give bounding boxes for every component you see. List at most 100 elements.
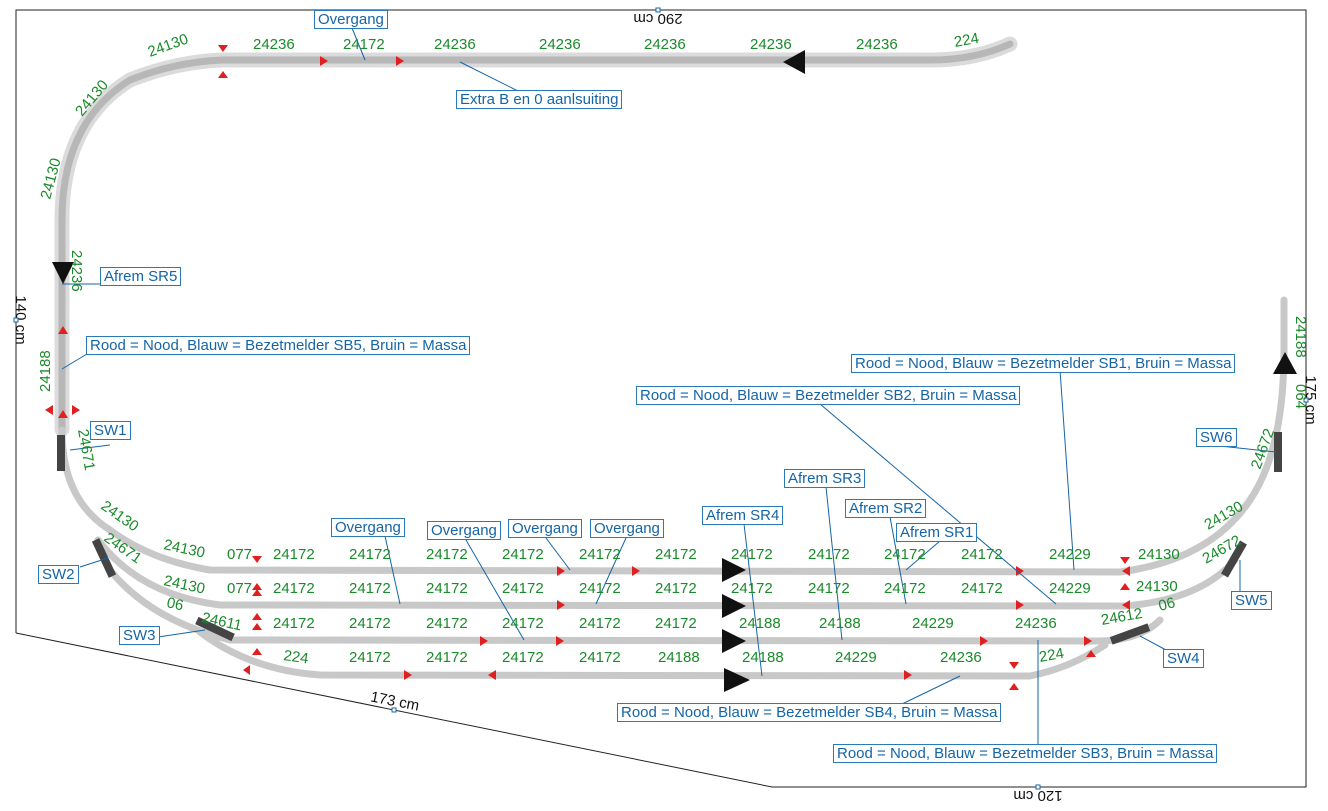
signal-icon	[72, 405, 80, 415]
part-number: 24188	[819, 615, 861, 632]
part-number: 24172	[502, 615, 544, 632]
label-overgang-1[interactable]: Overgang	[331, 518, 405, 537]
part-number: 24172	[273, 546, 315, 563]
label-rood-sb5[interactable]: Rood = Nood, Blauw = Bezetmelder SB5, Br…	[86, 336, 471, 355]
signal-icon	[1009, 662, 1019, 669]
part-number: 24172	[579, 649, 621, 666]
part-number: 24188	[1292, 316, 1309, 358]
track-outer-loop[interactable]	[58, 40, 1014, 434]
label-sw1[interactable]: SW1	[90, 421, 131, 440]
part-number: 24188	[742, 649, 784, 666]
signal-icon	[480, 636, 488, 646]
part-number: 24130	[1136, 578, 1178, 595]
signal-icon	[488, 670, 496, 680]
label-afrem-sr4[interactable]: Afrem SR4	[702, 506, 784, 525]
part-number: 24172	[349, 649, 391, 666]
signal-icon	[252, 556, 262, 563]
label-overgang-2[interactable]: Overgang	[427, 521, 501, 540]
signal-icon	[557, 600, 565, 610]
part-number: 24172	[579, 615, 621, 632]
label-rood-sb2[interactable]: Rood = Nood, Blauw = Bezetmelder SB2, Br…	[636, 386, 1021, 405]
signal-icon	[1120, 583, 1130, 590]
direction-arrow-icon	[722, 629, 746, 653]
label-sw3[interactable]: SW3	[119, 626, 160, 645]
dim-handle[interactable]	[1303, 397, 1309, 403]
label-extra-b[interactable]: Extra B en 0 aanlsuiting	[456, 90, 623, 109]
dim-bottom-right: 120 cm	[1013, 787, 1062, 804]
direction-arrow-icon	[722, 558, 746, 582]
dim-handle[interactable]	[655, 7, 661, 13]
signal-icon	[980, 636, 988, 646]
dim-handle[interactable]	[13, 317, 19, 323]
label-rood-sb4[interactable]: Rood = Nood, Blauw = Bezetmelder SB4, Br…	[617, 703, 1002, 722]
signal-icon	[1016, 566, 1024, 576]
switch-sw6[interactable]	[1274, 432, 1282, 472]
part-number: 24229	[1049, 580, 1091, 597]
label-afrem-sr2[interactable]: Afrem SR2	[845, 499, 927, 518]
label-overgang-3[interactable]: Overgang	[508, 519, 582, 538]
signal-icon	[252, 613, 262, 620]
part-number: 24172	[731, 546, 773, 563]
part-number: 077	[227, 580, 252, 597]
switch-sw4[interactable]	[1109, 623, 1151, 645]
signal-icon	[320, 56, 328, 66]
signal-icon	[58, 326, 68, 334]
part-number: 064	[1292, 384, 1309, 409]
label-overgang-top[interactable]: Overgang	[314, 10, 388, 29]
label-sw4[interactable]: SW4	[1163, 649, 1204, 668]
label-afrem-sr3[interactable]: Afrem SR3	[784, 469, 866, 488]
part-number: 24172	[349, 580, 391, 597]
label-sw5[interactable]: SW5	[1231, 591, 1272, 610]
signal-icon	[1120, 557, 1130, 564]
label-sw6[interactable]: SW6	[1196, 428, 1237, 447]
direction-arrow-icon	[722, 594, 746, 618]
signal-group	[45, 45, 1130, 690]
leader-lines	[61, 27, 1277, 746]
signal-icon	[45, 405, 53, 415]
label-rood-sb3[interactable]: Rood = Nood, Blauw = Bezetmelder SB3, Br…	[833, 744, 1218, 763]
signal-icon	[632, 566, 640, 576]
part-number: 24172	[884, 546, 926, 563]
switch-sw2[interactable]	[91, 538, 117, 578]
label-sw2[interactable]: SW2	[38, 565, 79, 584]
signal-icon	[252, 648, 262, 655]
part-number: 224	[1038, 645, 1066, 666]
signal-icon	[1009, 683, 1019, 690]
part-number: 24229	[912, 615, 954, 632]
signal-icon	[218, 45, 228, 52]
part-number: 077	[227, 546, 252, 563]
part-number: 24236	[434, 36, 476, 53]
part-number: 06	[165, 594, 185, 614]
part-number: 24172	[961, 580, 1003, 597]
track-row-2[interactable]	[94, 536, 1239, 610]
signal-icon	[557, 566, 565, 576]
switch-sw5[interactable]	[1221, 540, 1247, 578]
part-number: 24229	[835, 649, 877, 666]
switch-sw3[interactable]	[195, 616, 235, 642]
switch-sw1[interactable]	[57, 435, 65, 471]
part-number: 24172	[273, 615, 315, 632]
part-number: 24172	[884, 580, 926, 597]
part-number: 24172	[502, 546, 544, 563]
dim-handle[interactable]	[391, 707, 397, 713]
signal-icon	[1122, 600, 1130, 610]
part-number: 24236	[750, 36, 792, 53]
label-overgang-4[interactable]: Overgang	[590, 519, 664, 538]
signal-icon	[252, 583, 262, 590]
signal-icon	[1122, 566, 1130, 576]
signal-icon	[58, 410, 68, 418]
part-number: 24172	[273, 580, 315, 597]
part-number: 24172	[655, 546, 697, 563]
label-rood-sb1[interactable]: Rood = Nood, Blauw = Bezetmelder SB1, Br…	[851, 354, 1236, 373]
part-number: 24172	[579, 580, 621, 597]
part-number: 24172	[426, 615, 468, 632]
dim-handle[interactable]	[1035, 784, 1041, 790]
track-outer-loop-edge	[54, 36, 1018, 438]
label-afrem-sr1[interactable]: Afrem SR1	[896, 523, 978, 542]
label-afrem-sr5[interactable]: Afrem SR5	[100, 267, 182, 286]
part-number: 24172	[655, 580, 697, 597]
part-number: 24130	[146, 31, 191, 61]
track-row-4[interactable]	[196, 628, 1109, 680]
signal-icon	[1086, 650, 1096, 657]
